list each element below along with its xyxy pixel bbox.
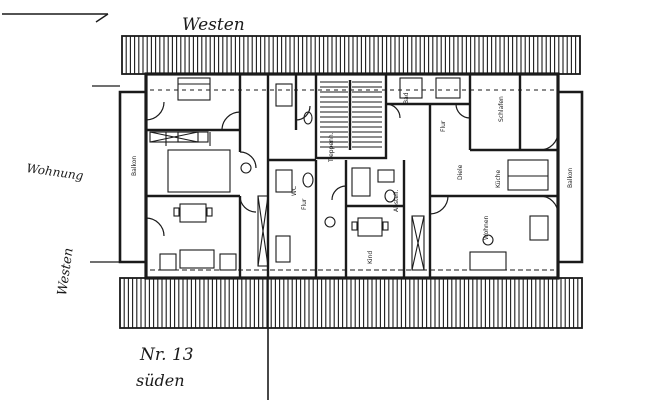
window-lines bbox=[150, 89, 554, 271]
room-labels: Balkon Balkon Treppenh. Flur Flur Diele … bbox=[131, 92, 574, 264]
room-label-wohnen: Wohnen bbox=[483, 215, 490, 240]
apartment-label: Wohnung bbox=[26, 161, 85, 183]
staircase bbox=[320, 81, 382, 148]
door-swings bbox=[145, 101, 559, 237]
room-label-bad: Bad bbox=[403, 92, 410, 104]
room-label-kind: Kind bbox=[367, 251, 374, 264]
room-label-flur-left: Flur bbox=[301, 198, 308, 210]
room-label-wc: WC bbox=[291, 186, 298, 196]
inner-walls bbox=[146, 72, 558, 278]
room-label-kueche: Küche bbox=[495, 169, 502, 188]
north-label: Westen bbox=[182, 15, 245, 35]
room-label-diele: Diele bbox=[457, 164, 464, 180]
room-label-flur-right: Flur bbox=[440, 120, 447, 132]
room-label-abstell: Abstell. bbox=[393, 190, 400, 212]
furniture bbox=[149, 77, 549, 271]
room-label-balkon-right: Balkon bbox=[567, 168, 574, 188]
west-label: Westen bbox=[55, 247, 77, 297]
room-label-schlafen: Schlafen bbox=[498, 96, 505, 122]
room-label-treppenhaus: Treppenh. bbox=[328, 132, 335, 163]
north-arrow bbox=[2, 13, 109, 23]
south-label: süden bbox=[136, 371, 185, 390]
room-label-balkon-left: Balkon bbox=[131, 156, 138, 176]
roof-south bbox=[119, 277, 583, 329]
house-number-label: Nr. 13 bbox=[139, 345, 194, 365]
roof-north bbox=[121, 35, 581, 75]
